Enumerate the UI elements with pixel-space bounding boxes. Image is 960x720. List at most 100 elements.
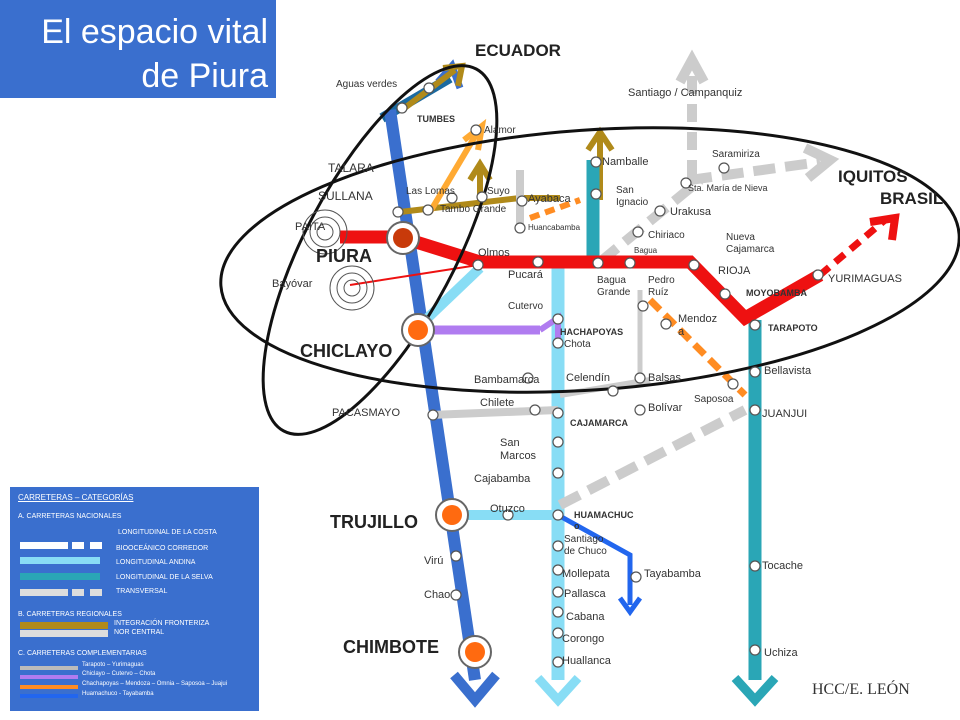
place-node [688,259,700,271]
label-cutervo: Cutervo [508,301,543,312]
label-chachapoyas: HACHAPOYAS [560,327,623,337]
place-node [552,540,564,552]
label-rioja: RIOJA [718,265,751,277]
label-bellavista: Bellavista [764,365,812,377]
label-talara: TALARA [328,161,374,175]
road-huamachuco-tayabamba [556,512,633,605]
place-node [396,102,408,114]
place-node [749,644,761,656]
place-node [532,256,544,268]
place-node [718,162,730,174]
node-piura [386,221,420,255]
label-bolivar: Bolívar [648,402,683,414]
label-moyobamba: MOYOBAMBA [746,288,807,298]
legend-swatch-selva [20,573,100,580]
label-chota: Chota [564,339,591,350]
label-saramiriza: Saramiriza [712,149,760,160]
place-node [552,313,564,325]
label-mollepata: Mollepata [562,568,611,580]
place-node [472,259,484,271]
place-node [552,407,564,419]
label-pacasmayo: PACASMAYO [332,407,400,419]
legend-section-a: A. CARRETERAS NACIONALES [18,513,122,520]
legend-swatch-bioceanico-2 [72,542,84,549]
node-chiclayo [401,313,435,347]
place-node [502,509,514,521]
label-chilete: Chilete [480,397,514,409]
zone-ellipse-north [261,64,499,436]
node-chimbote [458,635,492,669]
legend-swatch-andina [20,557,100,564]
label-paita: PAITA [295,221,326,233]
place-node [590,156,602,168]
label-sullana: SULLANA [318,189,373,203]
legend-section-c: C. CARRETERAS COMPLEMENTARIAS [18,650,147,657]
label-balsas: Balsas [648,372,682,384]
legend-heading: CARRETERAS – CATEGORÍAS [18,493,134,502]
legend-a-0: LONGITUDINAL DE LA COSTA [118,529,217,536]
legend-c-0: Tarapoto – Yurimaguas [82,662,144,668]
label-santiago-campanquiz: Santiago / Campanquiz [628,87,742,99]
place-node [630,571,642,583]
legend-a-1: BIOOCEÁNICO CORREDOR [116,545,209,552]
place-node [632,226,644,238]
label-bambamarca: Bambamarca [474,374,540,386]
road-huancabamba [528,197,582,221]
place-node [634,404,646,416]
label-chiriaco: Chiriaco [648,230,685,241]
place-node [522,372,534,384]
label-uchiza: Uchiza [764,647,799,659]
label-tumbes: TUMBES [417,114,455,124]
label-pallasca: Pallasca [564,588,606,600]
place-node [552,467,564,479]
place-node [552,564,564,576]
legend-swatch-c2 [20,685,78,689]
road-selva [586,160,779,707]
label-iquitos: IQUITOS [838,167,908,186]
legend-swatch-frontera [20,622,108,629]
legend-a-4: TRANSVERSAL [116,588,168,595]
label-piura: PIURA [316,246,372,266]
legend-swatch-transversal [20,589,68,596]
label-huallanca: Huallanca [562,655,612,667]
place-node [422,204,434,216]
place-node [590,188,602,200]
place-node [552,436,564,448]
label-corongo: Corongo [562,633,604,645]
legend-c-2: Chachapoyas – Mendoza – Omnia – Saposoa … [82,681,228,687]
label-namballe: Namballe [602,156,648,168]
place-node [749,404,761,416]
legend-a-3: LONGITUDINAL DE LA SELVA [116,574,213,581]
label-pucara: Pucará [508,269,544,281]
label-huancabamba: Huancabamba [528,223,581,232]
place-node [552,606,564,618]
legend-swatch-transversal-2 [72,589,84,596]
place-node [812,269,824,281]
road-mendoza-saposoa [647,297,748,398]
legend-b-1: NOR CENTRAL [114,629,165,636]
label-yurimaguas: YURIMAGUAS [828,273,902,285]
legend-swatch-c1 [20,675,78,679]
label-viru: Virú [424,555,443,567]
port-bayovar-rings [329,265,375,311]
title-box: El espacio vital de Piura [0,0,276,98]
label-cabana: Cabana [566,611,605,623]
label-trujillo: TRUJILLO [330,512,418,532]
road-aguas-alamor [427,126,483,214]
small-nodes [392,82,824,668]
label-cajamarca: CAJAMARCA [570,418,628,428]
label-cajabamba: Cajabamba [474,473,531,485]
label-alamor: Alamor [484,125,516,136]
label-tarapoto: TARAPOTO [768,323,818,333]
place-node [516,195,528,207]
place-node [749,560,761,572]
label-aguas-verdes: Aguas verdes [336,79,397,90]
legend: CARRETERAS – CATEGORÍAS A. CARRETERAS NA… [10,487,259,711]
label-brasil: BRASIL [880,189,943,208]
place-node [450,589,462,601]
place-node [552,337,564,349]
